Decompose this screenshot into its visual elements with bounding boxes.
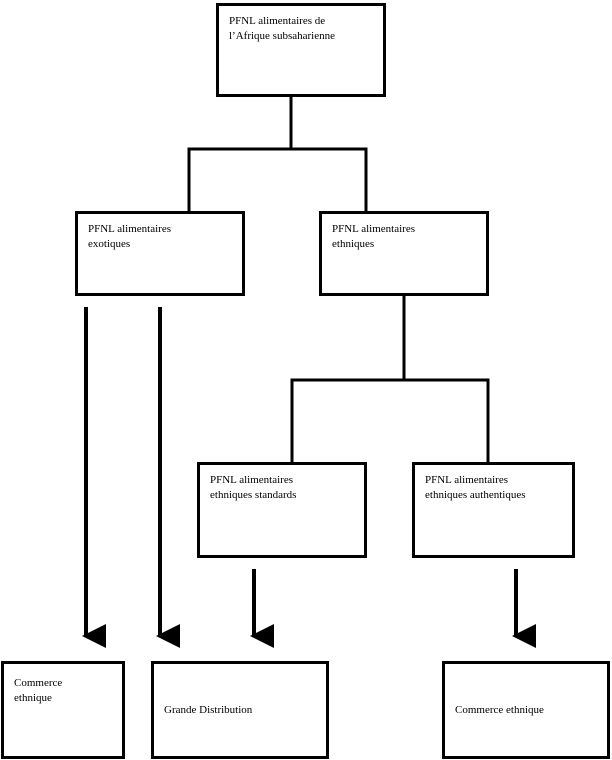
node-grande-distribution-label: Grande Distribution (164, 703, 253, 716)
node-commerce-ethnique-left-label: Commerce ethnique (14, 677, 63, 704)
node-ethnic-authentic: PFNL alimentaires ethniques authentiques (412, 462, 575, 558)
node-exotic-label: PFNL alimentaires exotiques (88, 223, 171, 250)
node-commerce-ethnique-right: Commerce ethnique (442, 661, 610, 759)
node-commerce-ethnique-left: Commerce ethnique (1, 661, 125, 759)
node-ethnic-label: PFNL alimentaires ethniques (332, 223, 415, 250)
node-root-label: PFNL alimentaires de l’Afrique subsahari… (229, 15, 335, 42)
node-exotic: PFNL alimentaires exotiques (75, 211, 245, 296)
node-root: PFNL alimentaires de l’Afrique subsahari… (216, 3, 386, 97)
node-commerce-ethnique-right-label: Commerce ethnique (455, 703, 544, 716)
node-grande-distribution: Grande Distribution (151, 661, 329, 759)
node-ethnic-standard-label: PFNL alimentaires ethniques standards (210, 474, 297, 501)
node-ethnic-standard: PFNL alimentaires ethniques standards (197, 462, 367, 558)
node-ethnic-authentic-label: PFNL alimentaires ethniques authentiques (425, 474, 526, 501)
node-ethnic: PFNL alimentaires ethniques (319, 211, 489, 296)
